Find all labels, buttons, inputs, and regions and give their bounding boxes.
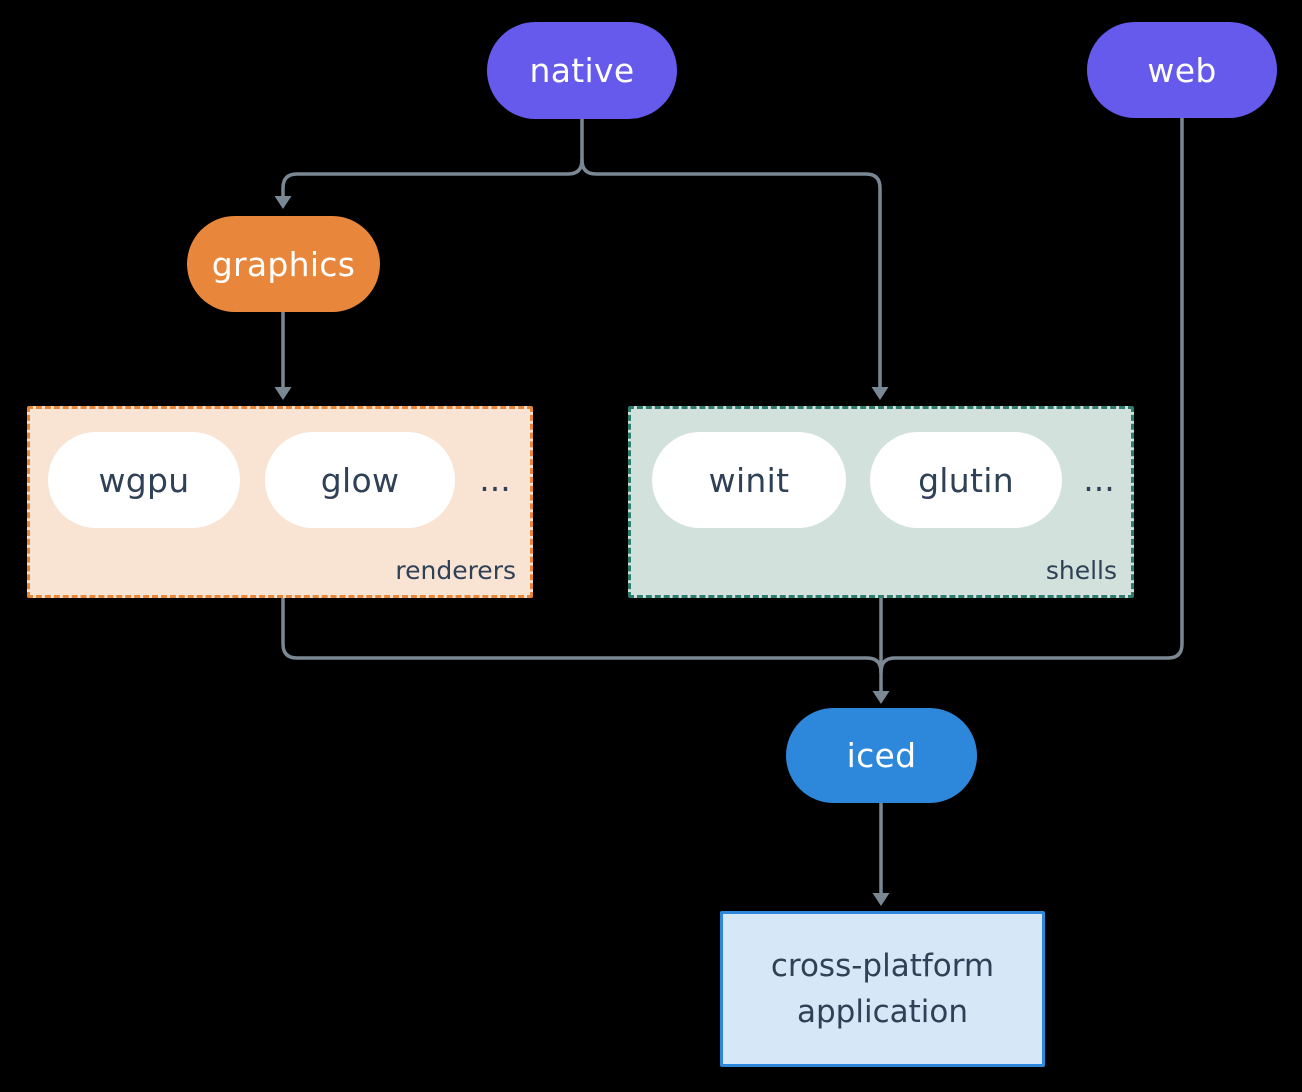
arrowhead-into-graphics-icon xyxy=(274,196,292,209)
node-glow: glow xyxy=(265,432,455,528)
node-glutin-label: glutin xyxy=(918,460,1014,500)
renderers-group-label: renderers xyxy=(395,556,516,585)
node-native: native xyxy=(487,22,677,119)
node-cross-platform-application: cross-platform application xyxy=(720,911,1045,1067)
node-web: web xyxy=(1087,22,1277,118)
node-wgpu: wgpu xyxy=(48,432,240,528)
node-iced: iced xyxy=(786,708,977,803)
application-label: cross-platform application xyxy=(770,947,995,1031)
edge-renderers-to-iced xyxy=(281,596,883,674)
node-graphics-label: graphics xyxy=(211,244,356,284)
edge-native-to-graphics xyxy=(281,117,584,198)
node-winit-label: winit xyxy=(708,460,790,500)
node-wgpu-label: wgpu xyxy=(98,460,190,500)
node-winit: winit xyxy=(652,432,846,528)
edge-native-to-shells xyxy=(580,158,882,389)
node-glutin: glutin xyxy=(870,432,1062,528)
node-graphics: graphics xyxy=(187,216,380,312)
arrowhead-into-shells-icon xyxy=(871,387,889,400)
shells-ellipsis: ... xyxy=(1083,460,1115,499)
group-renderers: wgpu glow ... renderers xyxy=(27,406,533,598)
shells-group-label: shells xyxy=(1045,556,1117,585)
node-glow-label: glow xyxy=(320,460,400,500)
arrowhead-into-renderers-icon xyxy=(274,387,292,400)
arrowhead-into-iced-icon xyxy=(872,691,890,704)
node-native-label: native xyxy=(529,51,635,90)
arrowhead-into-application-icon xyxy=(872,893,890,906)
group-shells: winit glutin ... shells xyxy=(628,406,1134,598)
node-web-label: web xyxy=(1147,50,1217,90)
renderers-ellipsis: ... xyxy=(479,460,511,499)
node-iced-label: iced xyxy=(846,736,917,775)
